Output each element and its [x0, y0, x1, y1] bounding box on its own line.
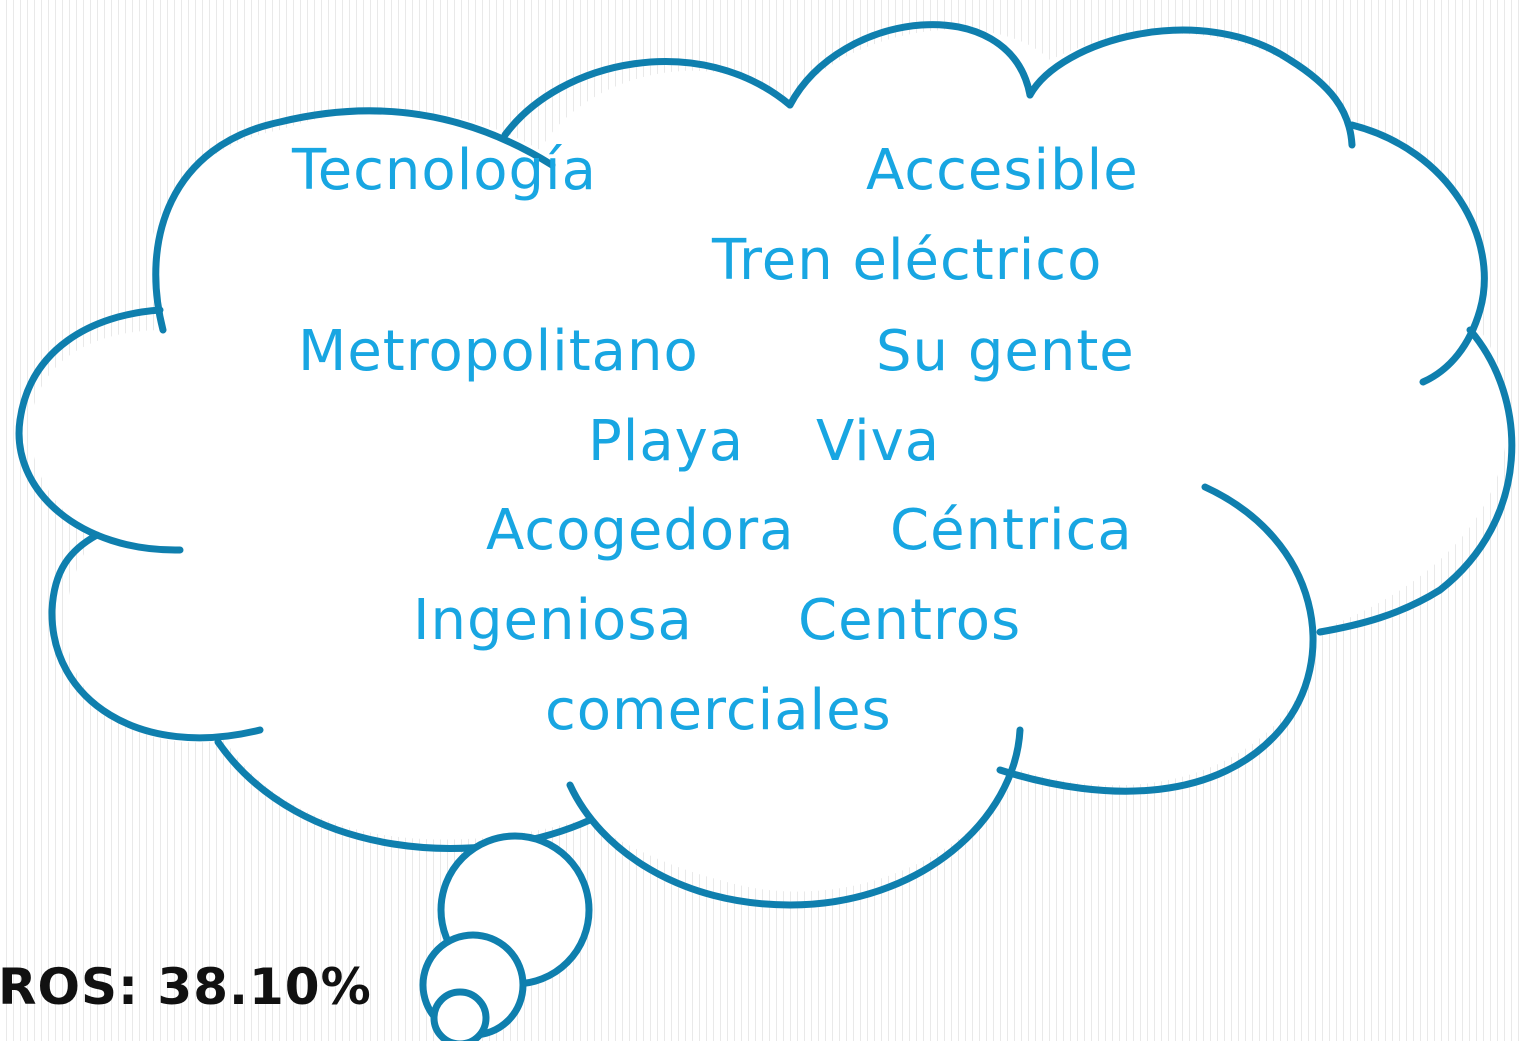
cloud-fill [30, 29, 1508, 892]
word-tecnologia: Tecnología [292, 138, 597, 203]
word-viva: Viva [816, 409, 941, 474]
word-tren-electrico: Tren eléctrico [712, 228, 1103, 293]
word-acogedora: Acogedora [486, 498, 795, 563]
cloud-lobe-top [786, 21, 1034, 109]
cloud-lobe-bottom-left [214, 738, 594, 852]
cloud-lobe-left-lower [48, 531, 264, 742]
word-accesible: Accesible [866, 138, 1139, 203]
cloud-lobe-left-upper [15, 306, 184, 554]
word-metropolitano: Metropolitano [298, 319, 699, 384]
word-playa: Playa [588, 409, 745, 474]
cloud-lobe-top-right [1026, 26, 1356, 149]
word-centrica: Céntrica [890, 498, 1133, 563]
cloud-lobe-right-lower [1316, 326, 1516, 636]
cloud-lobe-top-middle [501, 58, 794, 139]
thought-bubble-small [430, 988, 490, 1041]
cloud-lobe-bottom-right [996, 483, 1317, 795]
cloud-lobe-left-top [152, 107, 556, 334]
cloud-lobe-right-upper [1348, 121, 1488, 386]
word-comerciales: comerciales [545, 678, 892, 743]
cloud-lobe-bottom-middle [566, 726, 1024, 909]
word-centros: Centros [798, 588, 1022, 653]
percentage-label: ROS: 38.10% [0, 958, 372, 1016]
word-su-gente: Su gente [876, 319, 1135, 384]
word-ingeniosa: Ingeniosa [413, 588, 693, 653]
